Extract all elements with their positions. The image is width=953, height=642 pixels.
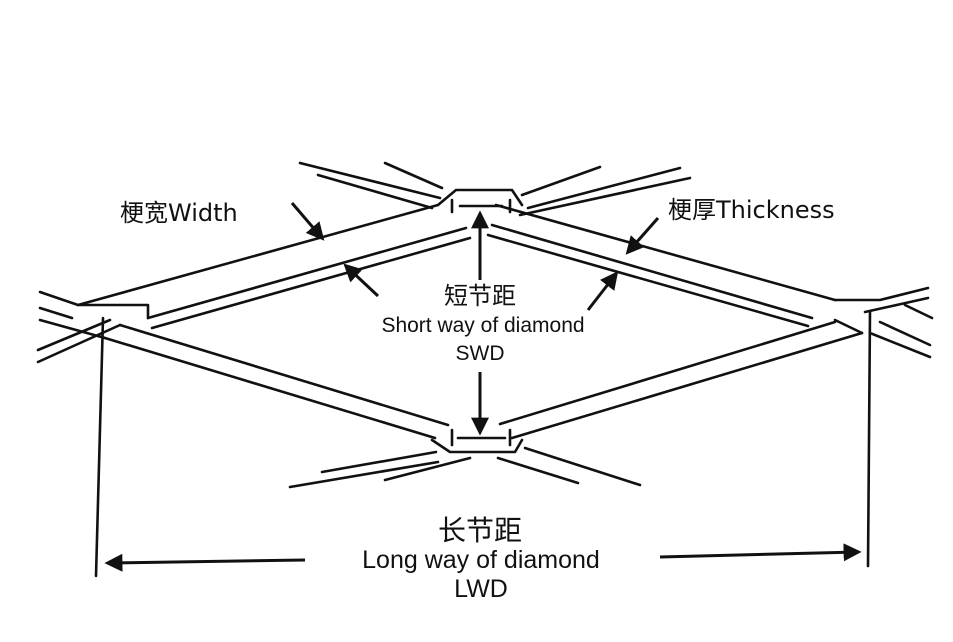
lwd-abbreviation: LWD bbox=[454, 575, 508, 603]
lwd-arrow-left bbox=[104, 553, 306, 572]
swd-chinese-label: 短节距 bbox=[444, 282, 516, 310]
thickness-arrow bbox=[625, 217, 660, 255]
lwd-chinese-label: 长节距 bbox=[438, 514, 522, 547]
inner-left-arrow bbox=[343, 263, 380, 298]
lwd-english-label: Long way of diamond bbox=[362, 546, 600, 574]
mesh-strands bbox=[36, 161, 934, 489]
lwd-extension-lines bbox=[94, 310, 872, 578]
width-arrow bbox=[290, 202, 325, 241]
swd-english-label: Short way of diamond bbox=[381, 314, 584, 337]
inner-right-arrow bbox=[586, 271, 619, 311]
width-label: 梗宽Width bbox=[120, 199, 238, 227]
lwd-arrow-right bbox=[659, 543, 862, 562]
swd-abbreviation: SWD bbox=[456, 342, 505, 365]
thickness-label: 梗厚Thickness bbox=[668, 196, 835, 224]
